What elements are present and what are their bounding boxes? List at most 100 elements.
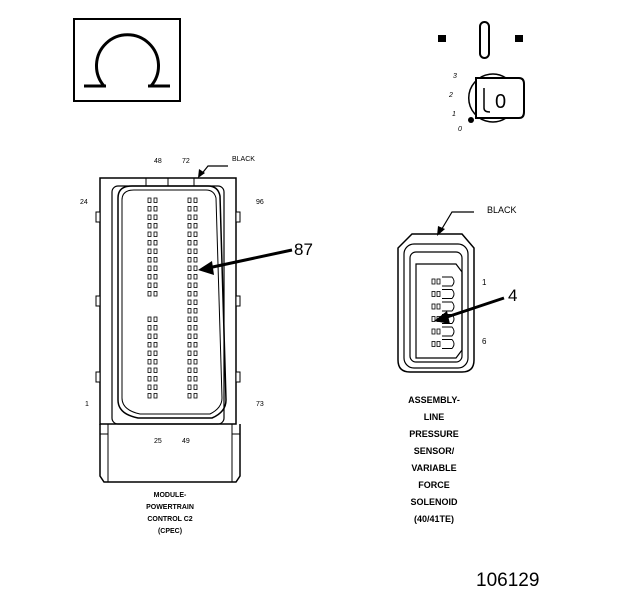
pcm-pin-49: 49 [182, 438, 190, 445]
pcm-pin-cavity [153, 376, 158, 382]
pcm-pin-cavity [187, 274, 192, 280]
pcm-pin-cavity [153, 282, 158, 288]
pcm-pin-cavity [153, 257, 158, 263]
pcm-pin-cavity [187, 214, 192, 220]
pcm-pin-cavity [153, 248, 158, 254]
sensor-pin-cavity [436, 328, 441, 335]
pcm-pin-cavity [153, 274, 158, 280]
pcm-pin-cavity [193, 359, 198, 365]
pcm-pin-cavity [147, 350, 152, 356]
pcm-pin-cavity [153, 359, 158, 365]
pcm-pin-cavity [153, 316, 158, 322]
pcm-pin-cavity [147, 282, 152, 288]
sensor-caption-line-2: LINE [423, 412, 445, 422]
omega-symbol: Ω [84, 50, 85, 51]
pcm-pin-cavity [187, 308, 192, 314]
pcm-pin-25: 25 [154, 438, 162, 445]
pcm-pin-cavity [147, 231, 152, 237]
sensor-color-label: BLACK [487, 205, 517, 215]
figure-number: 106129 [476, 570, 540, 591]
pcm-pin-cavity [193, 325, 198, 331]
pcm-pin-cavity [147, 257, 152, 263]
pcm-pin-cavity [187, 231, 192, 237]
pcm-pin-cavity [147, 367, 152, 373]
sensor-pin-cavity [436, 291, 441, 297]
pcm-pin-cavity [187, 342, 192, 348]
sensor-callout-4: 4 [508, 286, 518, 305]
sensor-pin-6: 6 [482, 337, 487, 346]
sensor-pin-cavity [431, 316, 436, 322]
pcm-pin-cavity [153, 223, 158, 229]
sensor-caption-line-3: PRESSURE [409, 429, 459, 439]
pcm-pin-cavity [193, 274, 198, 280]
ignition-key-label: 0 [495, 91, 507, 113]
pcm-pin-cavity [187, 257, 192, 263]
pcm-pin-cavity [193, 316, 198, 322]
sensor-caption-line-1: ASSEMBLY- [408, 395, 460, 405]
pcm-pin-cavity [147, 248, 152, 254]
sensor-caption-line-6: FORCE [418, 480, 450, 490]
ignition-position-1: 1 [452, 111, 456, 118]
pcm-pin-cavity [193, 291, 198, 297]
pcm-pin-cavity [187, 350, 192, 356]
pcm-pin-cavity [147, 206, 152, 212]
pcm-pin-cavity [153, 240, 158, 246]
pcm-pin-cavity [187, 291, 192, 297]
pcm-pin-cavity [187, 197, 192, 203]
pcm-pin-48: 48 [154, 158, 162, 165]
sensor-pin-cavity [431, 278, 436, 285]
pcm-pin-cavity [187, 384, 192, 390]
pcm-pin-cavity [193, 367, 198, 373]
sensor-pin-cavity [431, 341, 436, 347]
pcm-connector [95, 177, 241, 483]
pcm-caption-line-2: POWERTRAIN [146, 504, 194, 511]
pcm-pin-24: 24 [80, 199, 88, 206]
pcm-pin-cavity [147, 291, 152, 297]
pcm-pin-cavity [187, 325, 192, 331]
pcm-pin-cavity [147, 197, 152, 203]
pcm-caption-line-1: MODULE- [153, 492, 187, 499]
pcm-pin-cavity [187, 282, 192, 288]
pcm-pin-cavity [193, 265, 198, 271]
sensor-connector [397, 233, 475, 373]
pcm-pin-cavity [153, 214, 158, 220]
sensor-caption: ASSEMBLY- LINE PRESSURE SENSOR/ VARIABLE… [384, 392, 484, 528]
pcm-pin-cavity [187, 333, 192, 339]
pcm-pin-cavity [187, 316, 192, 322]
pcm-callout-87: 87 [294, 240, 313, 259]
sensor-pin-cavity [431, 303, 436, 310]
pcm-pin-cavity [187, 367, 192, 373]
sensor-pin-cavity [431, 291, 436, 297]
pcm-pin-cavity [153, 291, 158, 297]
pcm-pin-cavity [153, 342, 158, 348]
sensor-pin-cavity [436, 278, 441, 285]
ignition-off-icon [438, 21, 525, 123]
pcm-caption-line-3: CONTROL C2 [147, 516, 193, 523]
pcm-pin-73: 73 [256, 401, 264, 408]
pcm-pin-cavity [193, 342, 198, 348]
pcm-pin-cavity [187, 248, 192, 254]
ignition-position-0: 0 [458, 126, 462, 133]
pcm-pin-cavity [153, 393, 158, 399]
pcm-pin-cavity [153, 367, 158, 373]
pcm-pin-cavity [153, 231, 158, 237]
sensor-terminal [442, 301, 455, 312]
pcm-caption-line-4: (CPEC) [157, 528, 183, 535]
pcm-pin-cavity [147, 316, 152, 322]
pcm-pin-cavity [147, 384, 152, 390]
pcm-pin-72: 72 [182, 158, 190, 165]
sensor-terminal [442, 326, 455, 337]
pcm-caption: MODULE- POWERTRAIN CONTROL C2 (CPEC) [120, 490, 220, 538]
pcm-pin-cavity [153, 325, 158, 331]
pcm-pin-cavity [187, 265, 192, 271]
pcm-color-label: BLACK [232, 156, 255, 163]
ohmmeter-icon [73, 18, 181, 102]
pcm-pin-cavity [153, 333, 158, 339]
pcm-pin-cavity [153, 197, 158, 203]
sensor-pin-cavity [436, 303, 441, 310]
pcm-pin-cavity [193, 384, 198, 390]
pcm-pin-cavity [193, 282, 198, 288]
sensor-caption-line-8: (40/41TE) [413, 514, 455, 524]
pcm-pin-cavity [147, 223, 152, 229]
